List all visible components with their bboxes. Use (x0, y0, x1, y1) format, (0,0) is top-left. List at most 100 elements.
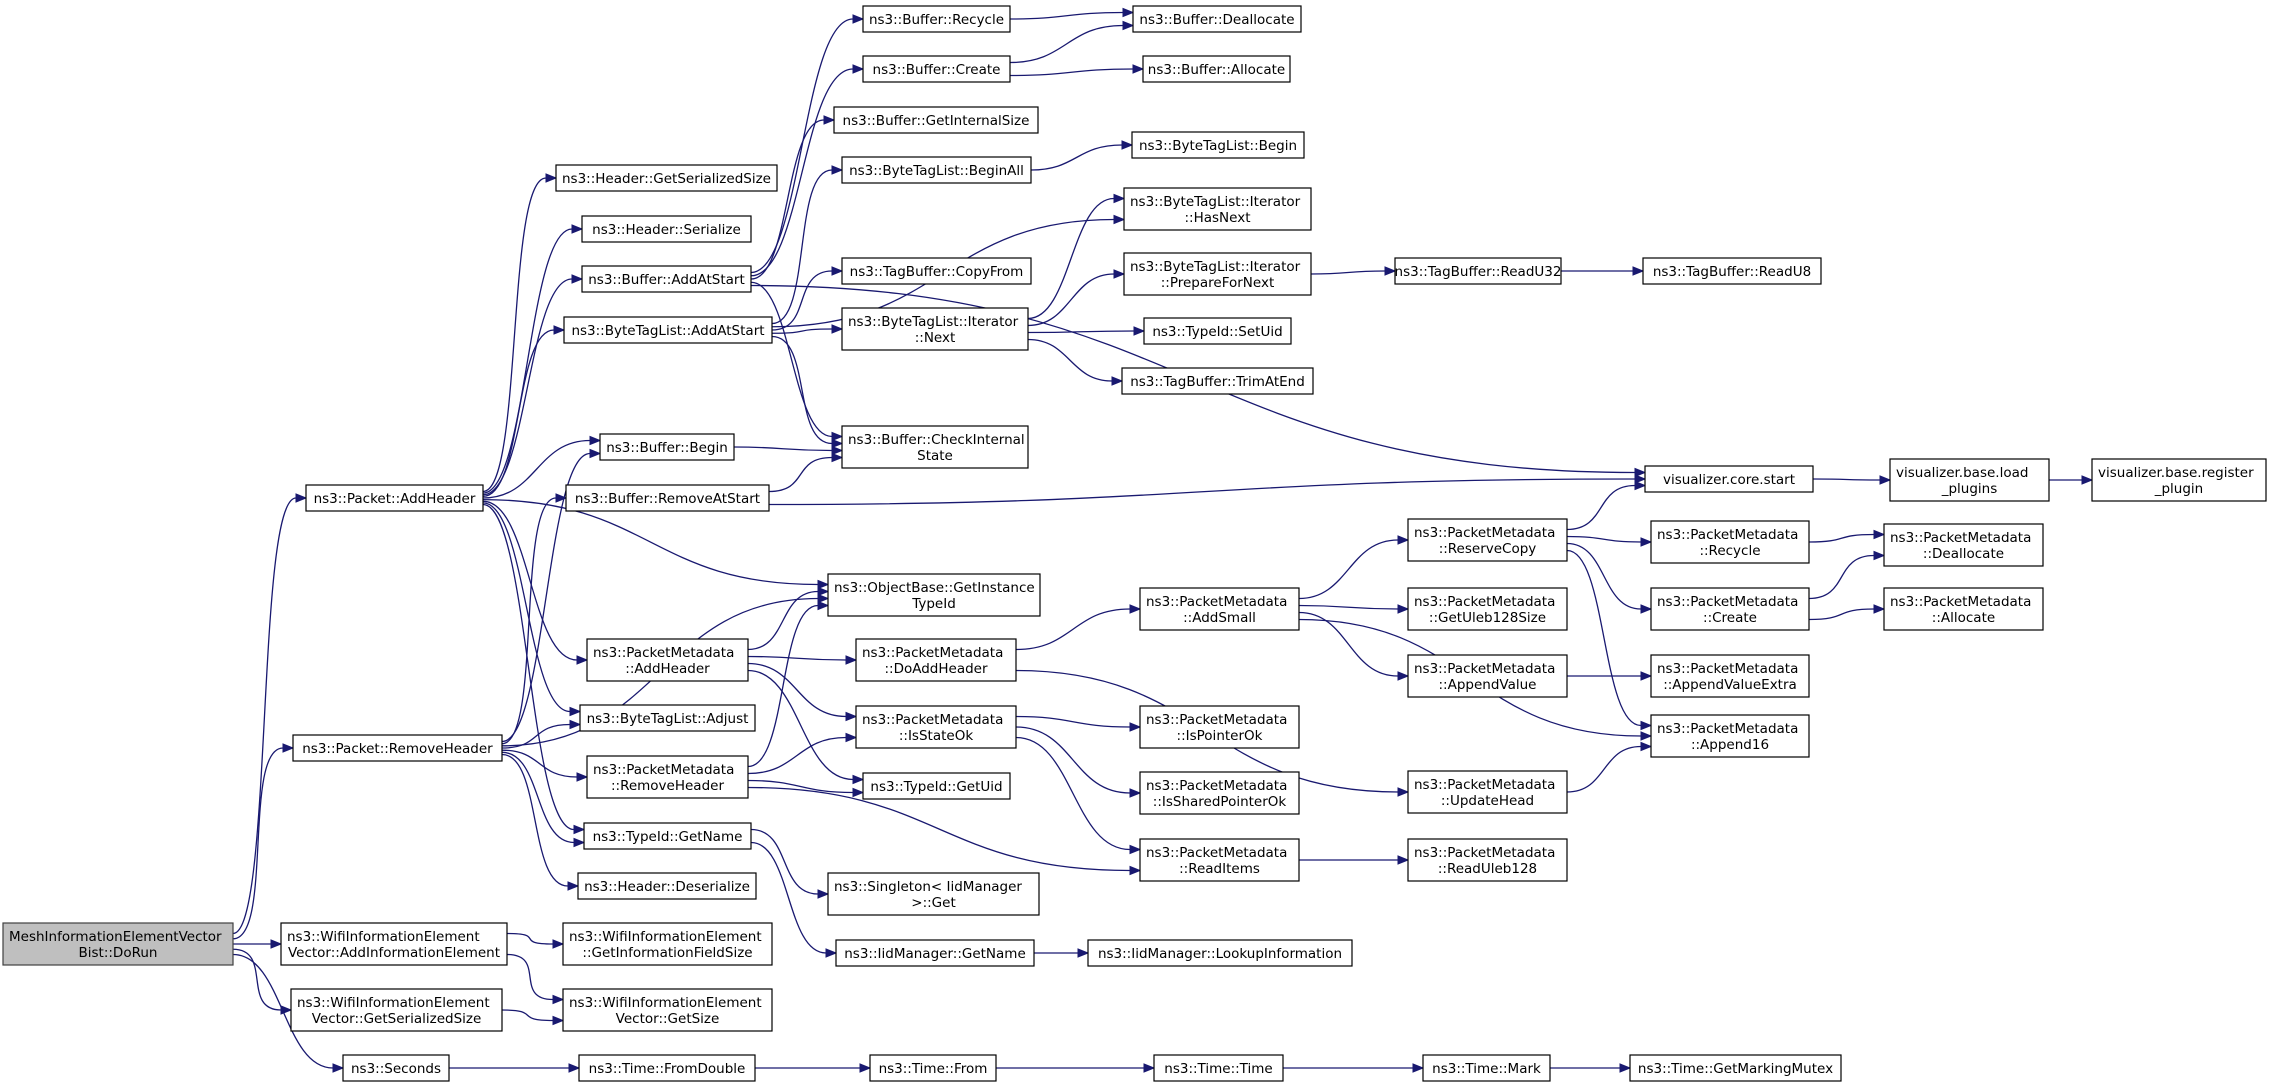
node-bufalloc[interactable]: ns3::Buffer::Allocate (1142, 55, 1291, 83)
node-btlbeginall[interactable]: ns3::ByteTagList::BeginAll (841, 156, 1032, 184)
node-box-objgettid[interactable] (827, 573, 1041, 617)
node-box-btlbegin[interactable] (1131, 131, 1305, 159)
node-box-addheader[interactable] (305, 484, 484, 512)
node-box-pmstateok[interactable] (855, 705, 1017, 749)
node-box-tidgetname[interactable] (583, 822, 752, 850)
node-btladjust[interactable]: ns3::ByteTagList::Adjust (579, 704, 756, 732)
node-box-pmappendextra[interactable] (1650, 654, 1810, 698)
node-box-pmgetuleb[interactable] (1407, 587, 1568, 631)
node-timefromdbl[interactable]: ns3::Time::FromDouble (578, 1054, 756, 1082)
node-box-pmreaduleb[interactable] (1407, 838, 1568, 882)
node-box-wifigetinfo[interactable] (562, 922, 773, 966)
node-box-btlhasnext[interactable] (1123, 187, 1312, 231)
node-box-pmalloc[interactable] (1883, 587, 2044, 631)
node-box-bufalloc[interactable] (1142, 55, 1291, 83)
node-box-wifiadd[interactable] (280, 922, 508, 966)
node-box-tagreadu8[interactable] (1642, 257, 1822, 285)
node-box-iidlookup[interactable] (1087, 939, 1353, 967)
node-box-hdrdeser[interactable] (577, 872, 757, 900)
node-box-timemutex[interactable] (1629, 1054, 1842, 1082)
node-timetime[interactable]: ns3::Time::Time (1153, 1054, 1284, 1082)
node-box-timefrom[interactable] (869, 1054, 997, 1082)
node-box-pmaddsmall[interactable] (1139, 587, 1300, 631)
node-bufdealloc[interactable]: ns3::Buffer::Deallocate (1132, 5, 1302, 33)
node-vizstart[interactable]: visualizer.core.start (1644, 465, 1814, 493)
node-box-pmdoadd[interactable] (855, 638, 1017, 682)
node-box-wifigetsize[interactable] (562, 988, 773, 1032)
node-box-bufremstart[interactable] (565, 484, 770, 512)
node-box-btladdstart[interactable] (563, 316, 773, 344)
node-pmappendval[interactable]: ns3::PacketMetadata::AppendValue (1407, 654, 1568, 698)
node-box-tidgetuid[interactable] (862, 772, 1011, 800)
node-box-bufbegin[interactable] (599, 433, 735, 461)
node-pmupdate[interactable]: ns3::PacketMetadata::UpdateHead (1407, 770, 1568, 814)
node-box-seconds[interactable] (342, 1054, 450, 1082)
node-box-singleton[interactable] (827, 872, 1040, 916)
node-tagtrim[interactable]: ns3::TagBuffer::TrimAtEnd (1121, 367, 1314, 395)
node-pmstateok[interactable]: ns3::PacketMetadata::IsStateOk (855, 705, 1017, 749)
node-tagreadu8[interactable]: ns3::TagBuffer::ReadU8 (1642, 257, 1822, 285)
node-wifigetinfo[interactable]: ns3::WifiInformationElement::GetInformat… (562, 922, 773, 966)
node-box-tagreadu32[interactable] (1394, 257, 1562, 285)
node-pmisshared[interactable]: ns3::PacketMetadata::IsSharedPointerOk (1139, 771, 1300, 815)
node-pmaddsmall[interactable]: ns3::PacketMetadata::AddSmall (1139, 587, 1300, 631)
node-box-bufdealloc[interactable] (1132, 5, 1302, 33)
node-hdrser[interactable]: ns3::Header::Serialize (581, 215, 752, 243)
node-pmappendextra[interactable]: ns3::PacketMetadata::AppendValueExtra (1650, 654, 1810, 698)
node-wifigetsize[interactable]: ns3::WifiInformationElementVector::GetSi… (562, 988, 773, 1032)
node-box-pmcreate[interactable] (1650, 587, 1810, 631)
node-box-hdrsersize[interactable] (555, 164, 778, 192)
node-vizreg[interactable]: visualizer.base.register_plugin (2091, 458, 2267, 502)
node-box-bufinternal[interactable] (833, 106, 1039, 134)
node-pmisptr[interactable]: ns3::PacketMetadata::IsPointerOk (1139, 705, 1300, 749)
node-box-root[interactable] (2, 922, 234, 966)
node-wifiserial[interactable]: ns3::WifiInformationElementVector::GetSe… (290, 988, 503, 1032)
node-singleton[interactable]: ns3::Singleton< IidManager>::Get (827, 872, 1040, 916)
node-pmremhdr[interactable]: ns3::PacketMetadata::RemoveHeader (586, 755, 749, 799)
node-pmreaditems[interactable]: ns3::PacketMetadata::ReadItems (1139, 838, 1300, 882)
node-pmdoadd[interactable]: ns3::PacketMetadata::DoAddHeader (855, 638, 1017, 682)
node-box-pmappendval[interactable] (1407, 654, 1568, 698)
node-pmdealloc[interactable]: ns3::PacketMetadata::Deallocate (1883, 523, 2044, 567)
node-box-btladjust[interactable] (579, 704, 756, 732)
node-hdrdeser[interactable]: ns3::Header::Deserialize (577, 872, 757, 900)
node-box-vizreg[interactable] (2091, 458, 2267, 502)
node-wifiadd[interactable]: ns3::WifiInformationElementVector::AddIn… (280, 922, 508, 966)
node-box-removeheader[interactable] (292, 734, 503, 762)
node-tidsetuid[interactable]: ns3::TypeId::SetUid (1143, 317, 1292, 345)
node-box-btlprep[interactable] (1123, 252, 1312, 296)
node-box-pmremhdr[interactable] (586, 755, 749, 799)
node-removeheader[interactable]: ns3::Packet::RemoveHeader (292, 734, 503, 762)
node-box-pmreserve[interactable] (1407, 518, 1568, 562)
node-bufbegin[interactable]: ns3::Buffer::Begin (599, 433, 735, 461)
node-box-tagtrim[interactable] (1121, 367, 1314, 395)
node-bufinternal[interactable]: ns3::Buffer::GetInternalSize (833, 106, 1039, 134)
node-box-pmrecycle[interactable] (1650, 520, 1810, 564)
node-iidgetname[interactable]: ns3::IidManager::GetName (835, 939, 1035, 967)
node-timemark[interactable]: ns3::Time::Mark (1422, 1054, 1551, 1082)
node-pmalloc[interactable]: ns3::PacketMetadata::Allocate (1883, 587, 2044, 631)
node-box-btlbeginall[interactable] (841, 156, 1032, 184)
node-box-pmappend16[interactable] (1650, 714, 1810, 758)
node-box-timemark[interactable] (1422, 1054, 1551, 1082)
node-box-bufcreate[interactable] (862, 55, 1011, 83)
node-vizload[interactable]: visualizer.base.load_plugins (1889, 458, 2050, 502)
node-pmaddhdr[interactable]: ns3::PacketMetadata::AddHeader (586, 638, 749, 682)
node-bufrecycle[interactable]: ns3::Buffer::Recycle (862, 5, 1011, 33)
node-box-pmupdate[interactable] (1407, 770, 1568, 814)
node-box-pmaddhdr[interactable] (586, 638, 749, 682)
node-box-pmdealloc[interactable] (1883, 523, 2044, 567)
node-box-pmisptr[interactable] (1139, 705, 1300, 749)
node-timemutex[interactable]: ns3::Time::GetMarkingMutex (1629, 1054, 1842, 1082)
node-bufremstart[interactable]: ns3::Buffer::RemoveAtStart (565, 484, 770, 512)
node-box-vizstart[interactable] (1644, 465, 1814, 493)
node-btlbegin[interactable]: ns3::ByteTagList::Begin (1131, 131, 1305, 159)
node-box-btlitnext[interactable] (841, 307, 1029, 351)
node-box-iidgetname[interactable] (835, 939, 1035, 967)
node-btlitnext[interactable]: ns3::ByteTagList::Iterator::Next (841, 307, 1029, 351)
node-addheader[interactable]: ns3::Packet::AddHeader (305, 484, 484, 512)
node-pmreaduleb[interactable]: ns3::PacketMetadata::ReadUleb128 (1407, 838, 1568, 882)
node-pmgetuleb[interactable]: ns3::PacketMetadata::GetUleb128Size (1407, 587, 1568, 631)
